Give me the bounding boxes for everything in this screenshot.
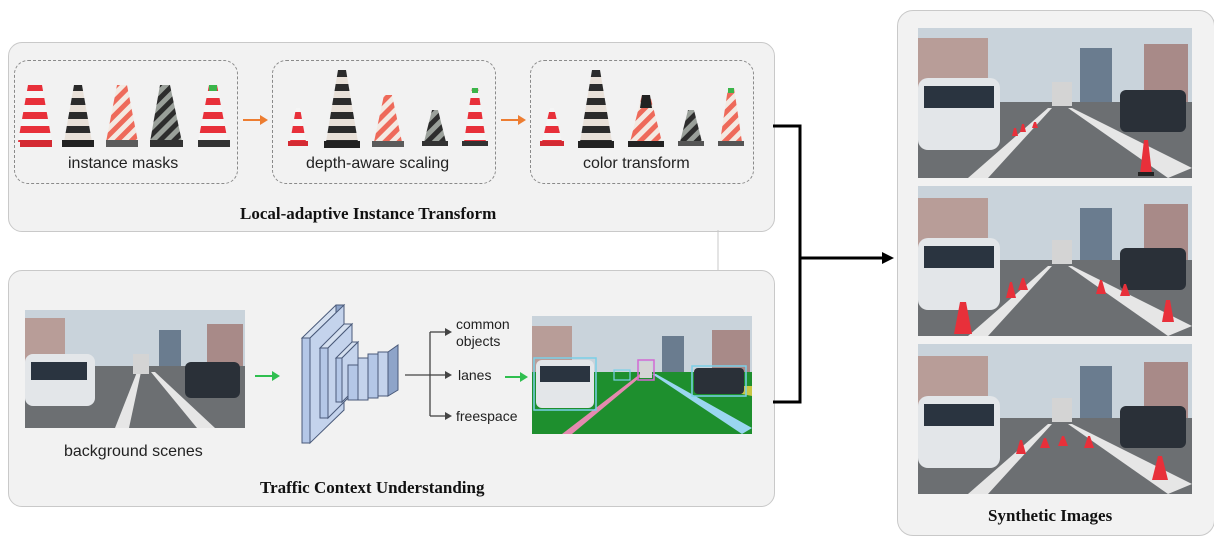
color-transform-box	[530, 60, 754, 184]
cone-mask-3	[106, 85, 138, 147]
synthetic-image-3	[918, 344, 1192, 494]
cone-mask-4	[150, 85, 183, 147]
depth-aware-scaling-label: depth-aware scaling	[306, 155, 450, 172]
output-lanes: lanes	[458, 367, 492, 383]
orange-arrow-2	[501, 115, 526, 125]
instance-masks-box	[14, 60, 238, 184]
synthetic-image-1	[918, 28, 1192, 178]
segmented-scene-image	[532, 316, 752, 434]
background-scene-image	[25, 310, 245, 428]
synthetic-images-title: Synthetic Images	[988, 506, 1113, 525]
cone-mask-5	[198, 85, 230, 147]
green-arrow-2	[505, 372, 528, 382]
output-freespace: freespace	[456, 408, 518, 424]
color-transform-label: color transform	[583, 155, 690, 172]
synthetic-image-2	[918, 186, 1192, 336]
instance-masks-label: instance masks	[68, 155, 179, 172]
depth-aware-scaling-box	[272, 60, 496, 184]
cone-mask-1	[18, 85, 52, 147]
merge-bracket	[773, 124, 884, 404]
cone-mask-2	[62, 85, 94, 147]
output-common-objects: common objects	[456, 316, 510, 349]
traffic-cones-illustration	[18, 70, 744, 148]
instance-transform-title: Local-adaptive Instance Transform	[240, 204, 497, 223]
network-diagram	[255, 303, 528, 445]
context-understanding-title: Traffic Context Understanding	[260, 478, 485, 497]
cnn-icon	[300, 303, 399, 445]
orange-arrow-1	[243, 115, 268, 125]
branch-arrows	[405, 331, 446, 417]
green-arrow-1	[255, 371, 280, 381]
background-scenes-label: background scenes	[64, 443, 203, 460]
